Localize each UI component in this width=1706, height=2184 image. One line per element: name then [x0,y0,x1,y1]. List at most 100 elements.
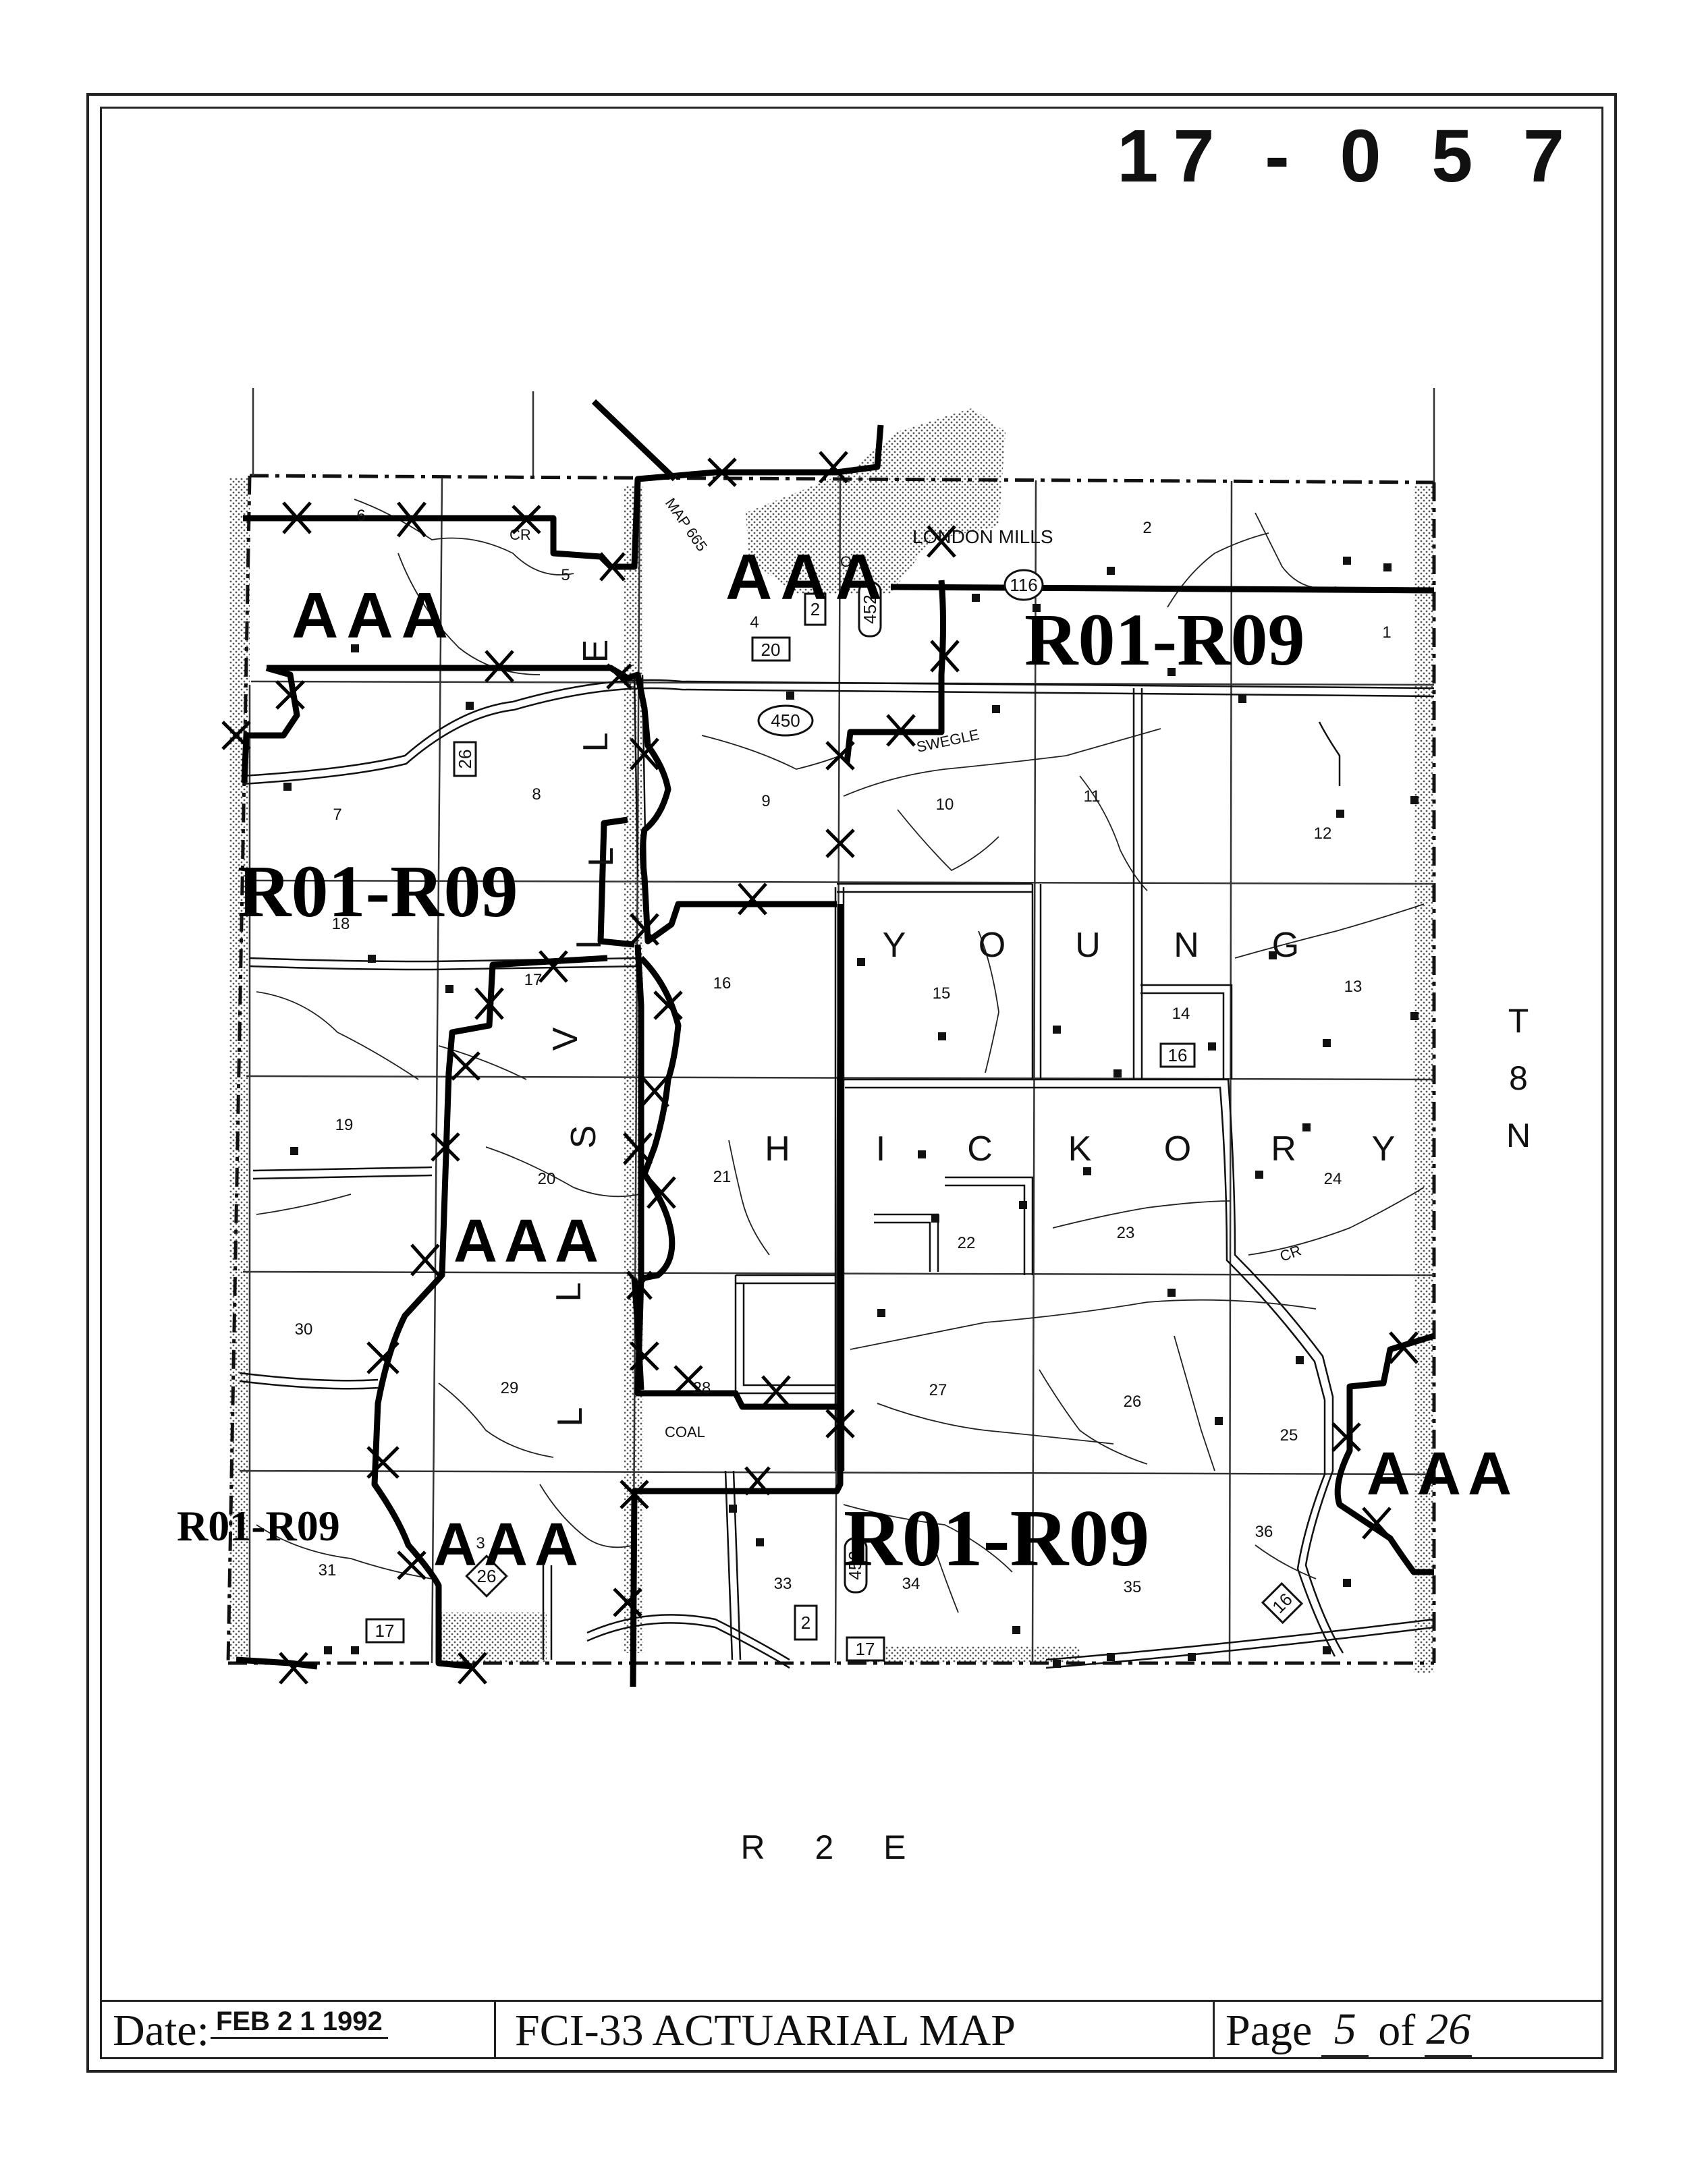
rate-zone-boundaries [236,399,1435,1687]
hickory-letter: R [1271,1129,1296,1169]
section-label: 4 [750,613,759,632]
roads [239,674,1435,1669]
section-label: 21 [713,1168,732,1186]
route-2-shield: 2 [804,592,827,626]
section-label: 13 [1344,978,1363,996]
section-label: 12 [1314,824,1332,843]
footer-date: Date: FEB 2 1 1992 [102,2002,496,2059]
page-number: 5 [1321,2004,1369,2057]
section-label: 8 [532,785,541,804]
section-label: 9 [761,792,770,810]
section-label: 31 [319,1561,337,1579]
township-letter: T [1508,1002,1529,1040]
section-label: 23 [1117,1224,1135,1242]
route-16-south-shield: 16 [1261,1581,1304,1625]
section-label: 10 [936,795,954,814]
hickory-letter: Y [1372,1129,1396,1169]
zone-label-aaa: AAA [725,541,890,613]
london-mills-label: LONDON MILLS [912,526,1053,547]
crossing-marks [221,451,1419,1685]
ellisville-letter: S [564,1125,603,1149]
svg-text:17: 17 [375,1621,395,1641]
section-label: 16 [713,974,732,992]
zone-label-aaa: AAA [292,580,456,652]
young-letter: O [979,926,1006,965]
section-label: 36 [1255,1523,1273,1541]
route-2-south-shield: 2 [794,1604,818,1641]
route-116-shield: 116 [1003,569,1044,601]
section-label: 33 [774,1575,792,1593]
section-label: 5 [561,566,570,584]
section-label: 22 [958,1234,976,1252]
section-label: 34 [902,1575,920,1593]
marginal-labels: T 8 N R 2 E [740,1002,1531,1866]
section-label: 35 [1124,1578,1142,1596]
page-total: 26 [1425,2004,1473,2057]
outer-frame [86,93,1617,2073]
svg-text:116: 116 [1010,575,1037,595]
svg-text:26: 26 [477,1566,497,1586]
map-665-label: MAP 665 [662,495,711,555]
svg-text:2: 2 [801,1613,810,1633]
zone-label-aaa: AAA [433,1511,585,1579]
section-label: 14 [1172,1005,1190,1023]
cr-label: CR [510,526,531,543]
township-letter: 8 [1509,1059,1528,1097]
zone-label-r01-r09: R01-R09 [238,850,518,932]
route-16-shield: 16 [1159,1042,1196,1068]
zone-label-aaa: AAA [453,1208,605,1275]
rate-zone-labels: AAA AAA R01-R09 R01-R09 AAA R01-R09 AAA … [177,541,1518,1583]
svg-text:20: 20 [761,640,781,660]
inner-frame [100,107,1603,2059]
section-label: 30 [295,1320,313,1339]
svg-text:26: 26 [455,750,475,769]
section-numbers: 6 5 4 2 1 7 8 9 10 11 12 18 17 16 15 14 … [295,507,1392,1596]
footer-bar: Date: FEB 2 1 1992 FCI-33 ACTUARIAL MAP … [102,2000,1601,2059]
cr-east-label: CR [1277,1241,1303,1264]
footer-title: FCI-33 ACTUARIAL MAP [496,2002,1215,2059]
coal-label: COAL [665,1424,705,1440]
svg-text:452: 452 [845,1550,865,1579]
section-label: 28 [693,1379,711,1397]
section-label: 2 [1143,519,1151,537]
zone-label-r01-r09: R01-R09 [1024,598,1305,681]
section-label: 18 [332,915,350,933]
zone-label-r01-r09: R01-R09 [177,1502,340,1550]
page-label: Page [1226,2005,1313,2055]
young-letter: G [1272,926,1299,965]
page-of-label: of [1378,2005,1416,2055]
footer-page: Page 5 of 26 [1215,2002,1601,2059]
section-label: 26 [1124,1393,1142,1411]
ellisville-letter: L [576,733,615,752]
young-letter: U [1075,926,1101,965]
section-label: 17 [524,971,543,989]
section-label: 25 [1280,1426,1298,1445]
section-label: 11 [1084,787,1101,806]
streams [256,499,1425,1613]
ellisville-letter: L [582,847,621,867]
map-id: 17 - 0 5 7 [1117,115,1579,198]
hickory-letter: O [1164,1129,1191,1169]
route-452-south-shield: 452 [844,1537,868,1594]
ellisville-letter: I [570,940,609,949]
section-label: 19 [335,1116,354,1134]
zone-label-aaa: AAA [1367,1440,1518,1508]
hickory-letter: K [1068,1129,1092,1169]
section-label: 24 [1324,1170,1342,1188]
op-label: OP [840,553,862,570]
section-label: 29 [501,1379,519,1397]
township-names: Y O U N G H I C K O R Y E L L I V S L L [546,640,1395,1427]
section-label: 6 [356,507,365,525]
section-label: 20 [538,1170,556,1188]
hickory-letter: H [765,1129,790,1169]
ellisville-letter: L [551,1407,590,1427]
section-label: 27 [929,1381,947,1399]
young-letter: N [1174,926,1199,965]
route-26-shield: 26 [453,741,477,777]
section-label: 15 [933,984,951,1003]
ellisville-letter: E [576,640,615,663]
young-letter: Y [883,926,906,965]
ellisville-letter: L [549,1283,588,1302]
date-label: Date: [113,2005,209,2055]
